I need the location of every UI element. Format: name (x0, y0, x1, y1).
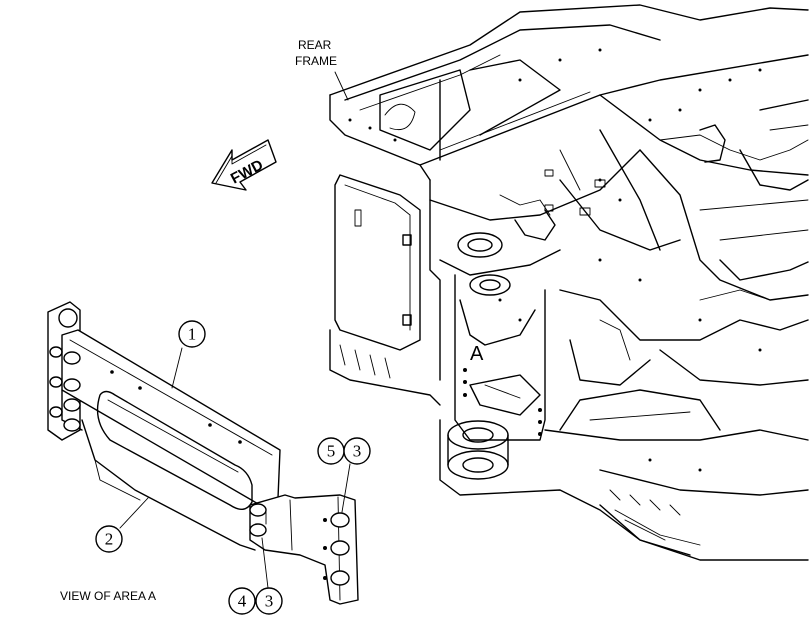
bracket-detail-drawing (47, 301, 359, 605)
callout-3-top-label: 3 (353, 442, 362, 461)
callout-2-label: 2 (105, 530, 114, 549)
rear-frame-drawing (329, 4, 809, 561)
callout-2: 2 (95, 497, 149, 553)
area-marker: A (470, 343, 484, 365)
view-caption: VIEW OF AREA A (60, 589, 156, 603)
callout-5-3: 5 3 (317, 437, 371, 513)
callout-1-label: 1 (188, 325, 197, 344)
fwd-arrow-icon: FWD (211, 139, 277, 191)
fwd-label: FWD (228, 156, 266, 187)
rear-frame-label-line2: FRAME (295, 54, 337, 68)
callout-5-label: 5 (327, 442, 336, 461)
rear-frame-label-line1: REAR (298, 38, 332, 52)
callout-4-3: 4 3 (228, 537, 283, 615)
callout-1: 1 (171, 320, 206, 389)
rear-frame-leader (334, 71, 349, 101)
callout-4-label: 4 (238, 592, 247, 611)
callout-3-bottom-label: 3 (265, 592, 274, 611)
